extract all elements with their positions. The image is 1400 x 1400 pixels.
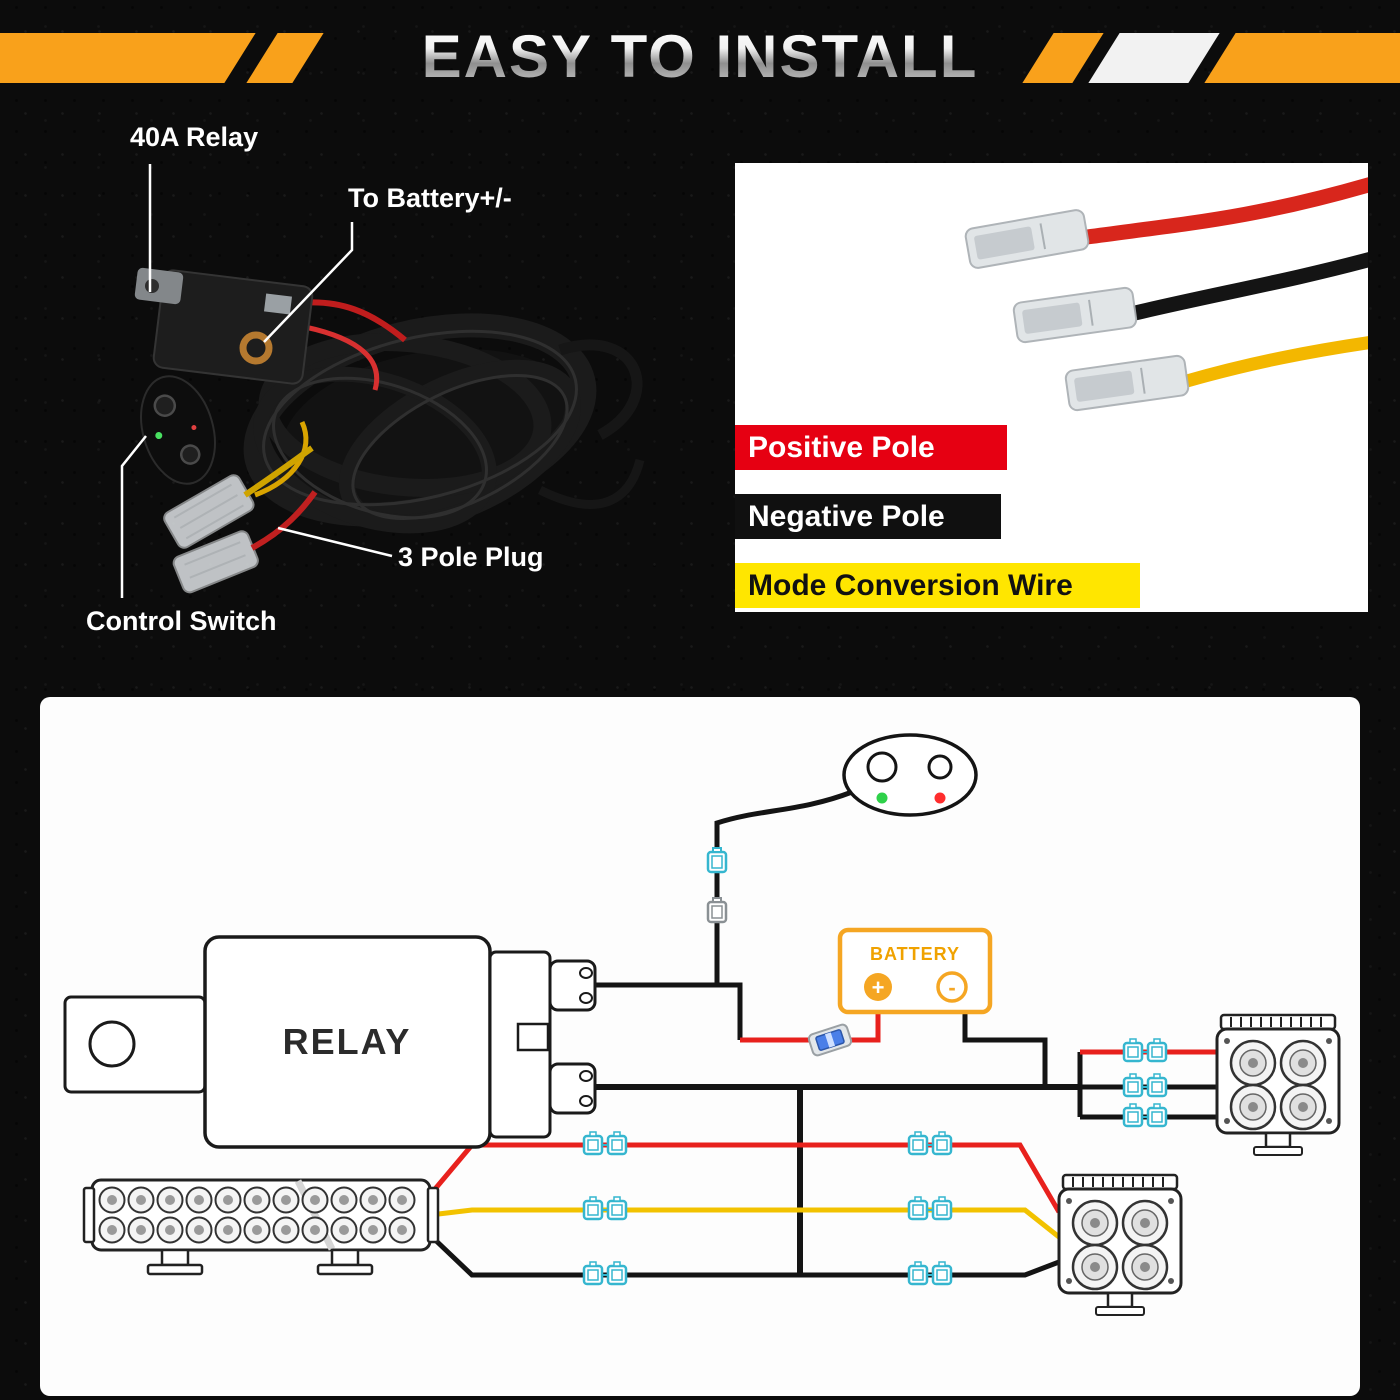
- pod2-negative-wire: [800, 1259, 1060, 1278]
- legend-mode-conversion-wire: Mode Conversion Wire: [735, 563, 1140, 608]
- battery-diagram: BATTERY + -: [837, 927, 993, 1015]
- control-switch-diagram: [842, 733, 978, 817]
- wiring-diagram-panel: RELAY BATTERY + -: [40, 697, 1360, 1396]
- pole-plugs-photo: [163, 445, 318, 594]
- label-40a-relay: 40A Relay: [130, 122, 259, 152]
- legend-positive-pole: Positive Pole: [735, 425, 1007, 470]
- led-pod-2: [1059, 1175, 1181, 1315]
- legend-negative-pole: Negative Pole: [735, 494, 1001, 539]
- battery-plus-sign: +: [872, 975, 885, 1000]
- red-wire: [1085, 177, 1368, 245]
- fuse-icon: [807, 1023, 853, 1057]
- black-wire: [1133, 252, 1368, 321]
- battery-minus-sign: -: [948, 975, 955, 1000]
- spade-connector-red: [964, 209, 1090, 269]
- spade-connector-black: [1012, 286, 1138, 344]
- bar-mode-wire: [429, 1207, 800, 1218]
- led-pod-1: [1217, 1015, 1339, 1155]
- relay-label: RELAY: [283, 1021, 412, 1062]
- connector-icon: [706, 846, 728, 874]
- green-indicator: [876, 792, 888, 804]
- label-control-switch: Control Switch: [86, 606, 277, 636]
- battery-negative-terminal: [936, 971, 968, 1003]
- bar-negative-wire: [428, 1233, 800, 1278]
- connector-icon: [706, 896, 728, 924]
- wiring-harness-photo: [120, 164, 645, 598]
- cable-coil: [243, 299, 645, 534]
- switch-wire: [714, 789, 853, 985]
- led-light-bar: [82, 1178, 440, 1276]
- relay-control-wire: [595, 982, 743, 1040]
- wiring-diagram: RELAY BATTERY + -: [63, 733, 1360, 1396]
- battery-label: BATTERY: [870, 944, 960, 964]
- control-switch-photo: [140, 375, 216, 485]
- negative-battery-wire: [962, 1001, 1048, 1087]
- header: EASY TO INSTALL: [0, 22, 1400, 91]
- leader-lines: [120, 164, 393, 598]
- yellow-wire: [1185, 336, 1368, 388]
- red-indicator: [934, 792, 946, 804]
- page-title: EASY TO INSTALL: [421, 23, 979, 90]
- wire-ends-panel: Positive Pole Negative Pole Mode Convers…: [735, 163, 1368, 612]
- label-to-battery: To Battery+/-: [348, 183, 512, 213]
- relay-photo: [134, 267, 314, 385]
- wire-ends-photo: [964, 177, 1368, 412]
- ring-terminal: [239, 331, 273, 365]
- pod2-positive-wire: [800, 1142, 1062, 1214]
- spade-connector-yellow: [1064, 354, 1190, 412]
- pod2-mode-wire: [800, 1207, 1061, 1239]
- label-3-pole-plug: 3 Pole Plug: [398, 542, 544, 572]
- battery-positive-terminal: [864, 973, 892, 1001]
- relay-diagram: RELAY: [63, 935, 597, 1149]
